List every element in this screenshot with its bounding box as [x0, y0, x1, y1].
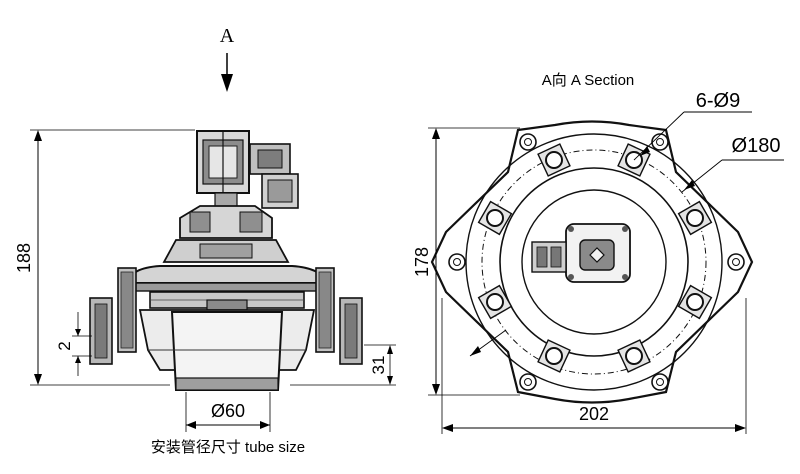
- dimension-tube-diameter: Ø60: [185, 392, 271, 432]
- bolt-holes-callout: 6-Ø9: [633, 90, 752, 161]
- bolt-circle-callout: Ø180: [469, 135, 784, 357]
- section-title: A向 A Section: [542, 72, 635, 89]
- bolt-circle: [481, 149, 707, 375]
- dimension-31: 31: [290, 344, 396, 386]
- dim-bottom-offset: 31: [369, 356, 388, 375]
- tube-size-caption: 安装管径尺寸 tube size: [151, 439, 305, 456]
- dim-height-total: 188: [14, 243, 34, 273]
- pipe-clamps: [89, 297, 363, 365]
- dim-flange-height: 178: [412, 247, 432, 277]
- dim-flange-width: 202: [579, 404, 609, 424]
- flange-bolts: [117, 267, 335, 353]
- dim-gap: 2: [55, 341, 74, 350]
- view-arrow-label: A: [220, 25, 235, 47]
- solenoid-coil: [196, 130, 299, 209]
- dimension-2: 2: [55, 312, 92, 376]
- dim-bolt-holes: 6-Ø9: [696, 90, 740, 112]
- flange-bolt-holes: [477, 143, 713, 373]
- view-arrow-head: [221, 74, 233, 92]
- dimension-178: 178: [412, 127, 520, 396]
- inner-ring: [499, 167, 689, 357]
- dimension-202: 202: [441, 298, 747, 434]
- dimension-188: 188: [14, 129, 195, 386]
- outer-ring: [465, 133, 723, 391]
- ear-holes: [448, 133, 745, 391]
- valve-bonnet: [162, 205, 290, 263]
- dim-bolt-circle: Ø180: [732, 135, 781, 157]
- pilot-housing: [531, 223, 631, 283]
- valve-body: [138, 309, 316, 391]
- side-view: A: [14, 25, 396, 456]
- dim-tube-diameter: Ø60: [211, 401, 245, 421]
- cover-ring: [521, 189, 667, 335]
- section-view: A向 A Section: [412, 72, 784, 434]
